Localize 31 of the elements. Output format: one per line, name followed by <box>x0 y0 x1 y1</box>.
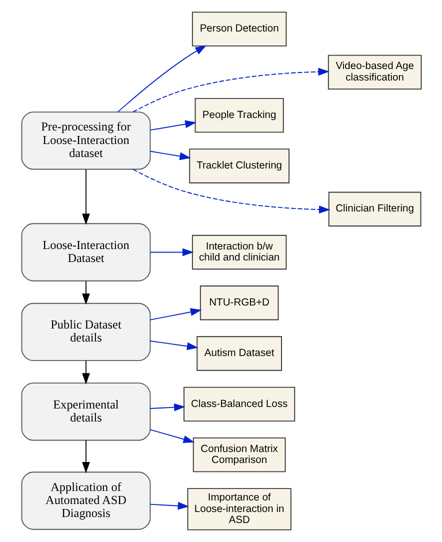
node-box: Application of Automated ASD Diagnosis <box>20 472 150 530</box>
arrow <box>149 429 194 444</box>
arrow <box>149 502 189 510</box>
arrow <box>149 308 202 320</box>
node-box: Person Detection <box>191 12 286 46</box>
arrow <box>82 280 90 305</box>
node-box: Video-based Age classification <box>327 54 422 90</box>
node-box: Tracklet Clustering <box>188 148 289 184</box>
node-box: Experimental details <box>20 382 150 441</box>
node-box: NTU-RGB+D <box>199 286 278 320</box>
arrow <box>82 440 90 474</box>
node-box: Autism Dataset <box>196 336 282 371</box>
node-box: Clinician Filtering <box>328 192 421 226</box>
arrow <box>149 340 198 350</box>
node-box: Loose-Interaction Dataset <box>20 223 150 282</box>
node-box: Class-Balanced Loss <box>183 386 295 422</box>
node-box: Pre-processing for Loose-Interaction dataset <box>20 112 150 170</box>
node-box: Importance of Loose-interaction in ASD <box>186 488 291 530</box>
arrow <box>149 248 194 256</box>
arrow <box>132 68 329 112</box>
arrow <box>149 150 190 160</box>
node-box: People Tracking <box>194 98 284 133</box>
node-box: Public Dataset details <box>20 302 150 362</box>
node-box: Confusion Matrix Comparison <box>192 437 286 472</box>
arrow <box>82 168 90 225</box>
arrow <box>149 403 185 412</box>
arrow <box>149 120 196 131</box>
arrow <box>132 168 330 214</box>
arrow <box>82 360 90 384</box>
node-box: Interaction b/w child and clinician <box>191 234 286 270</box>
arrow <box>117 45 206 112</box>
